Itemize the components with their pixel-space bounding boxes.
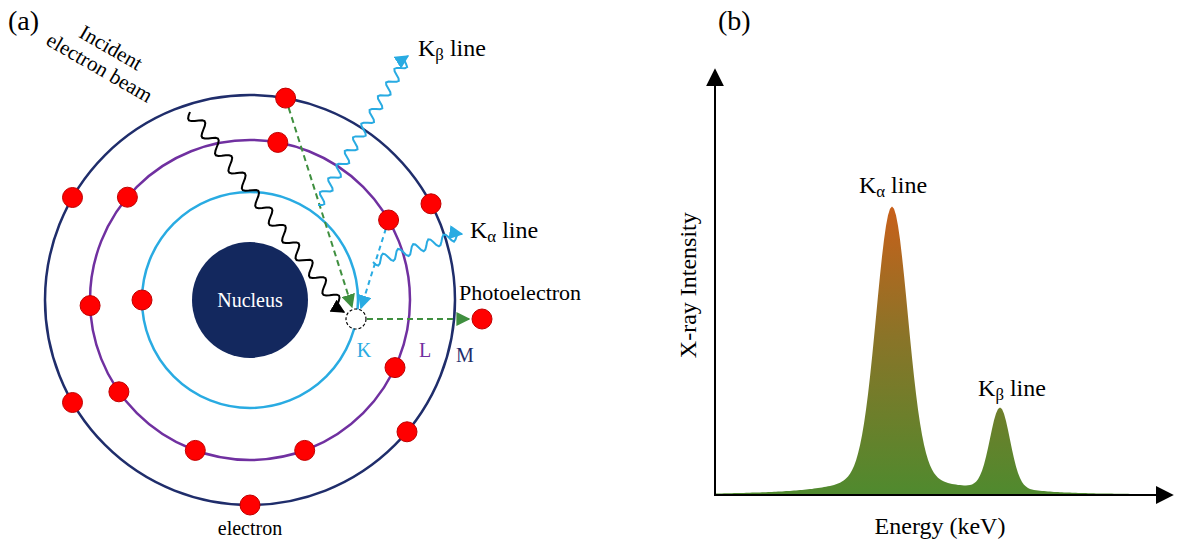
x-axis [714, 494, 1172, 496]
photoelectron-label: Photoelectron [459, 281, 581, 305]
vacancy [346, 309, 366, 329]
kalpha-photon [373, 234, 462, 266]
electron-dot [385, 358, 405, 378]
shell-label: K [357, 339, 371, 361]
electron-dot [268, 132, 288, 152]
node-label: Nucleus [217, 289, 283, 312]
electron-dot [109, 382, 129, 402]
y-axis [714, 70, 716, 496]
nucleus: Nucleus [192, 242, 308, 358]
line-label: Kβ line [418, 35, 486, 61]
shell-label: L [419, 339, 431, 361]
beam-label: Incident electron beam [37, 6, 173, 111]
m-shell [45, 95, 455, 505]
peak-label: Kα line [859, 172, 927, 198]
electron-dot [421, 194, 441, 214]
electron-dot [63, 188, 83, 208]
photoelectron-path [367, 318, 469, 320]
electron-dot [379, 210, 399, 230]
electron-label: electron [218, 517, 282, 539]
electron-dot [295, 440, 315, 460]
electron-dot [397, 422, 417, 442]
electron-dot [63, 393, 83, 413]
generated-strokes [63, 56, 1161, 515]
axis-title: X-ray Intensity [675, 212, 701, 358]
axis-title: Energy (keV) [875, 513, 1006, 539]
electron-dot [117, 187, 137, 207]
panel-letter: (a) [8, 6, 39, 37]
electron-dot [80, 296, 100, 316]
shell-label: M [456, 344, 474, 366]
electron-dot [132, 290, 152, 310]
spectrum-peaks [716, 207, 1160, 495]
kbeta-photon [318, 56, 408, 205]
l-shell [90, 140, 410, 460]
panel-letter: (b) [718, 6, 751, 37]
line-label: Kα line [470, 217, 538, 243]
photoelectron-dot [472, 309, 492, 329]
peak-label: Kβ line [978, 375, 1046, 401]
electron-dot [185, 440, 205, 460]
electron-dot [240, 495, 260, 515]
electron-dot [276, 88, 296, 108]
